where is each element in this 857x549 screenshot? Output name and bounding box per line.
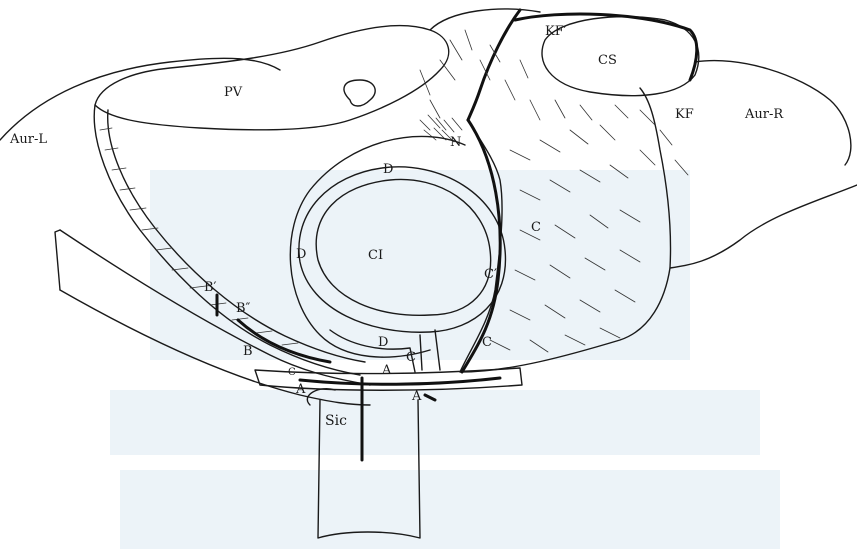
label-ci: CI [368, 249, 383, 262]
label-kf-prime: KF′ [545, 25, 567, 38]
aur-r-inner-contour [670, 185, 857, 268]
label-a-bottom: A [412, 390, 421, 403]
pv-chamber-outline [95, 26, 449, 130]
label-aur-l: Aur-L [10, 133, 47, 146]
label-b-double-prime: B″ [236, 302, 250, 315]
label-c-right: C [531, 221, 541, 234]
bottom-band-line [300, 378, 500, 384]
label-d-left: D [296, 248, 306, 261]
label-b: B [243, 345, 253, 358]
label-aur-r: Aur-R [745, 108, 783, 121]
label-pv: PV [224, 86, 242, 99]
label-a-center: A [382, 364, 391, 377]
label-d-bottom: D [378, 336, 388, 349]
watermark [110, 170, 780, 549]
kf-prime-ridge [468, 10, 520, 120]
label-n: N [450, 136, 461, 149]
label-c-bottom: C [406, 351, 416, 364]
pv-notch [344, 80, 375, 106]
label-kf: KF [675, 108, 694, 121]
label-c-prime: C′ [484, 268, 497, 281]
label-c-lower-right: C [482, 336, 492, 349]
label-cs: CS [598, 54, 617, 67]
label-d-top: D [383, 163, 393, 176]
sic-tube-end [55, 230, 60, 290]
label-a-left-small: C [288, 368, 296, 378]
label-b-prime: B′ [204, 281, 217, 294]
label-a-left: A [296, 383, 305, 396]
label-sic: Sic [325, 414, 347, 428]
